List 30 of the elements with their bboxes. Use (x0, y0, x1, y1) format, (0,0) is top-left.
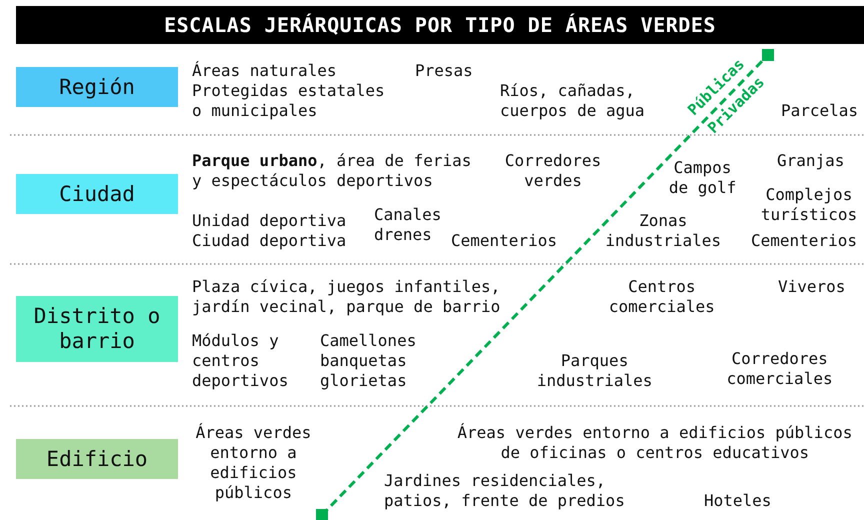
item-text: Áreas verdes entorno a edificios públicos (194, 423, 312, 503)
item-text: Cementerios (451, 231, 557, 251)
item-text: Unidad deportiva Ciudad deportiva (192, 211, 348, 251)
item-text: Centros comerciales (608, 277, 716, 317)
item-text: Parques industriales (536, 351, 654, 391)
item-text: Áreas naturales Protegidas estatales o municipales (192, 61, 386, 121)
item-text: Complejos turísticos (760, 185, 858, 225)
item-text: Canales drenes (374, 205, 442, 245)
title-bar: ESCALAS JERÁRQUICAS POR TIPO DE ÁREAS VERDES (16, 6, 864, 44)
item-text: Corredores comerciales (726, 349, 834, 389)
item-text: Plaza cívica, juegos infantiles, jardín vecinal, parque de barrio (192, 277, 502, 317)
item-text: Ríos, cañadas, cuerpos de agua (500, 81, 646, 121)
item-text: Áreas verdes entorno a edificios públicos de oficinas o centros educativos (456, 423, 854, 463)
item-text: Granjas (777, 151, 844, 171)
item-text: Zonas industriales (604, 211, 722, 251)
item-text: Parque urbano, área de ferias y espectáculos deportivos (192, 151, 472, 191)
item-text: Viveros (778, 277, 846, 297)
item-text: Campos de golf (668, 158, 738, 198)
level-box: Ciudad (16, 174, 178, 214)
item-text: Jardines residenciales, patios, frente de predios (384, 471, 626, 511)
item-text: Corredores verdes (504, 151, 602, 191)
level-box: Edificio (16, 439, 178, 479)
item-text: Hoteles (704, 491, 772, 511)
item-text: Módulos y centros deportivos (192, 331, 288, 391)
level-box: Distrito o barrio (16, 296, 178, 362)
item-text: Camellones banquetas glorietas (320, 331, 418, 391)
level-box: Región (16, 67, 178, 107)
item-text: Cementerios (751, 231, 857, 251)
item-text: Parcelas (781, 101, 858, 121)
item-text: Presas (415, 61, 473, 81)
